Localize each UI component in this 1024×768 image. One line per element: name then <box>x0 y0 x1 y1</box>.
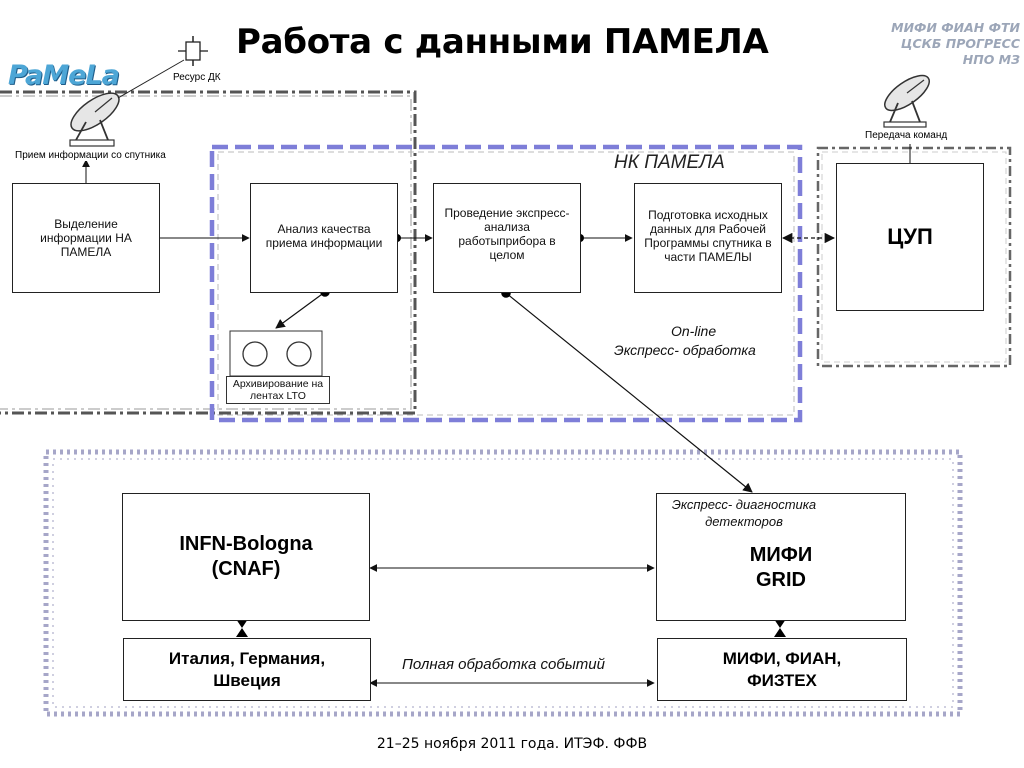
satellite-icon <box>178 36 208 66</box>
satellite-link <box>117 59 185 99</box>
ground-station-region <box>0 90 417 415</box>
diag-line2: детекторов <box>705 514 783 529</box>
italy-line1: Италия, Германия, <box>168 648 326 668</box>
extract-box: Выделение информации НА ПАМЕЛА <box>12 183 160 293</box>
online-label: On-line <box>671 323 717 339</box>
arrow-mifi-fian <box>774 619 786 637</box>
nk-pamela-title: НК ПАМЕЛА <box>614 152 725 173</box>
mifi-line2: GRID <box>756 569 806 591</box>
arrow-infn-italy <box>236 619 248 637</box>
extract-text: Выделение информации НА ПАМЕЛА <box>40 217 132 259</box>
tsup-text: ЦУП <box>887 224 933 249</box>
infn-line2: (CNAF) <box>211 558 281 580</box>
partners-logo-line: МИФИ ФИАН ФТИ <box>891 20 1020 35</box>
tsup-region <box>816 146 1012 368</box>
transmit-antenna-icon <box>883 74 930 128</box>
slide-title: Работа с данными ПАМЕЛА <box>236 22 769 62</box>
quality-text: Анализ качества приема информации <box>265 222 383 250</box>
partners-logo-line: НПО МЗ <box>962 52 1020 67</box>
express-text: Проведение экспресс-анализа работыприбор… <box>444 206 570 262</box>
pamela-logo: PaMeLa <box>8 60 120 91</box>
partners-logo: МИФИ ФИАН ФТИ ЦСКБ ПРОГРЕСС НПО МЗ <box>890 20 1020 100</box>
prepare-box: Подготовка исходных данных для Рабочей П… <box>634 183 782 293</box>
archive-label: Архивирование на лентах LTO <box>226 376 330 404</box>
italy-germany-box: Италия, Германия, Швеция <box>123 638 371 701</box>
receive-antenna-icon <box>69 92 120 147</box>
italy-line2: Швеция <box>213 670 281 690</box>
quality-box: Анализ качества приема информации <box>250 183 398 293</box>
command-label: Передача команд <box>864 130 949 141</box>
infn-bologna-box: INFN-Bologna (CNAF) <box>122 493 370 621</box>
prepare-text: Подготовка исходных данных для Рабочей П… <box>644 208 772 264</box>
mifi-line1: МИФИ <box>749 544 813 566</box>
partners-logo-line: ЦСКБ ПРОГРЕСС <box>900 36 1020 51</box>
tsup-box: ЦУП <box>836 163 984 311</box>
resurs-dk-label: Ресурс ДК <box>172 72 222 83</box>
receive-label: Прием информации со спутника <box>14 150 167 161</box>
mifi-fian-line2: ФИЗТЕХ <box>747 670 817 690</box>
full-processing-label: Полная обработка событий <box>402 656 605 673</box>
tape-reels-icon <box>229 330 323 377</box>
mifi-fian-box: МИФИ, ФИАН, ФИЗТЕХ <box>657 638 907 701</box>
express-box: Проведение экспресс-анализа работыприбор… <box>433 183 581 293</box>
mifi-fian-line1: МИФИ, ФИАН, <box>722 648 842 668</box>
express-diagnostics-label: Экспресс- диагностика детекторов <box>658 496 830 530</box>
arrow-quality-archive <box>275 287 330 329</box>
arrow-express-mifi <box>501 288 753 493</box>
infn-line1: INFN-Bologna <box>179 533 313 555</box>
express-processing-label: Экспресс- обработка <box>614 342 756 358</box>
slide-footer: 21–25 ноября 2011 года. ИТЭФ. ФФВ <box>376 736 648 752</box>
diag-line1: Экспресс- диагностика <box>671 497 817 512</box>
